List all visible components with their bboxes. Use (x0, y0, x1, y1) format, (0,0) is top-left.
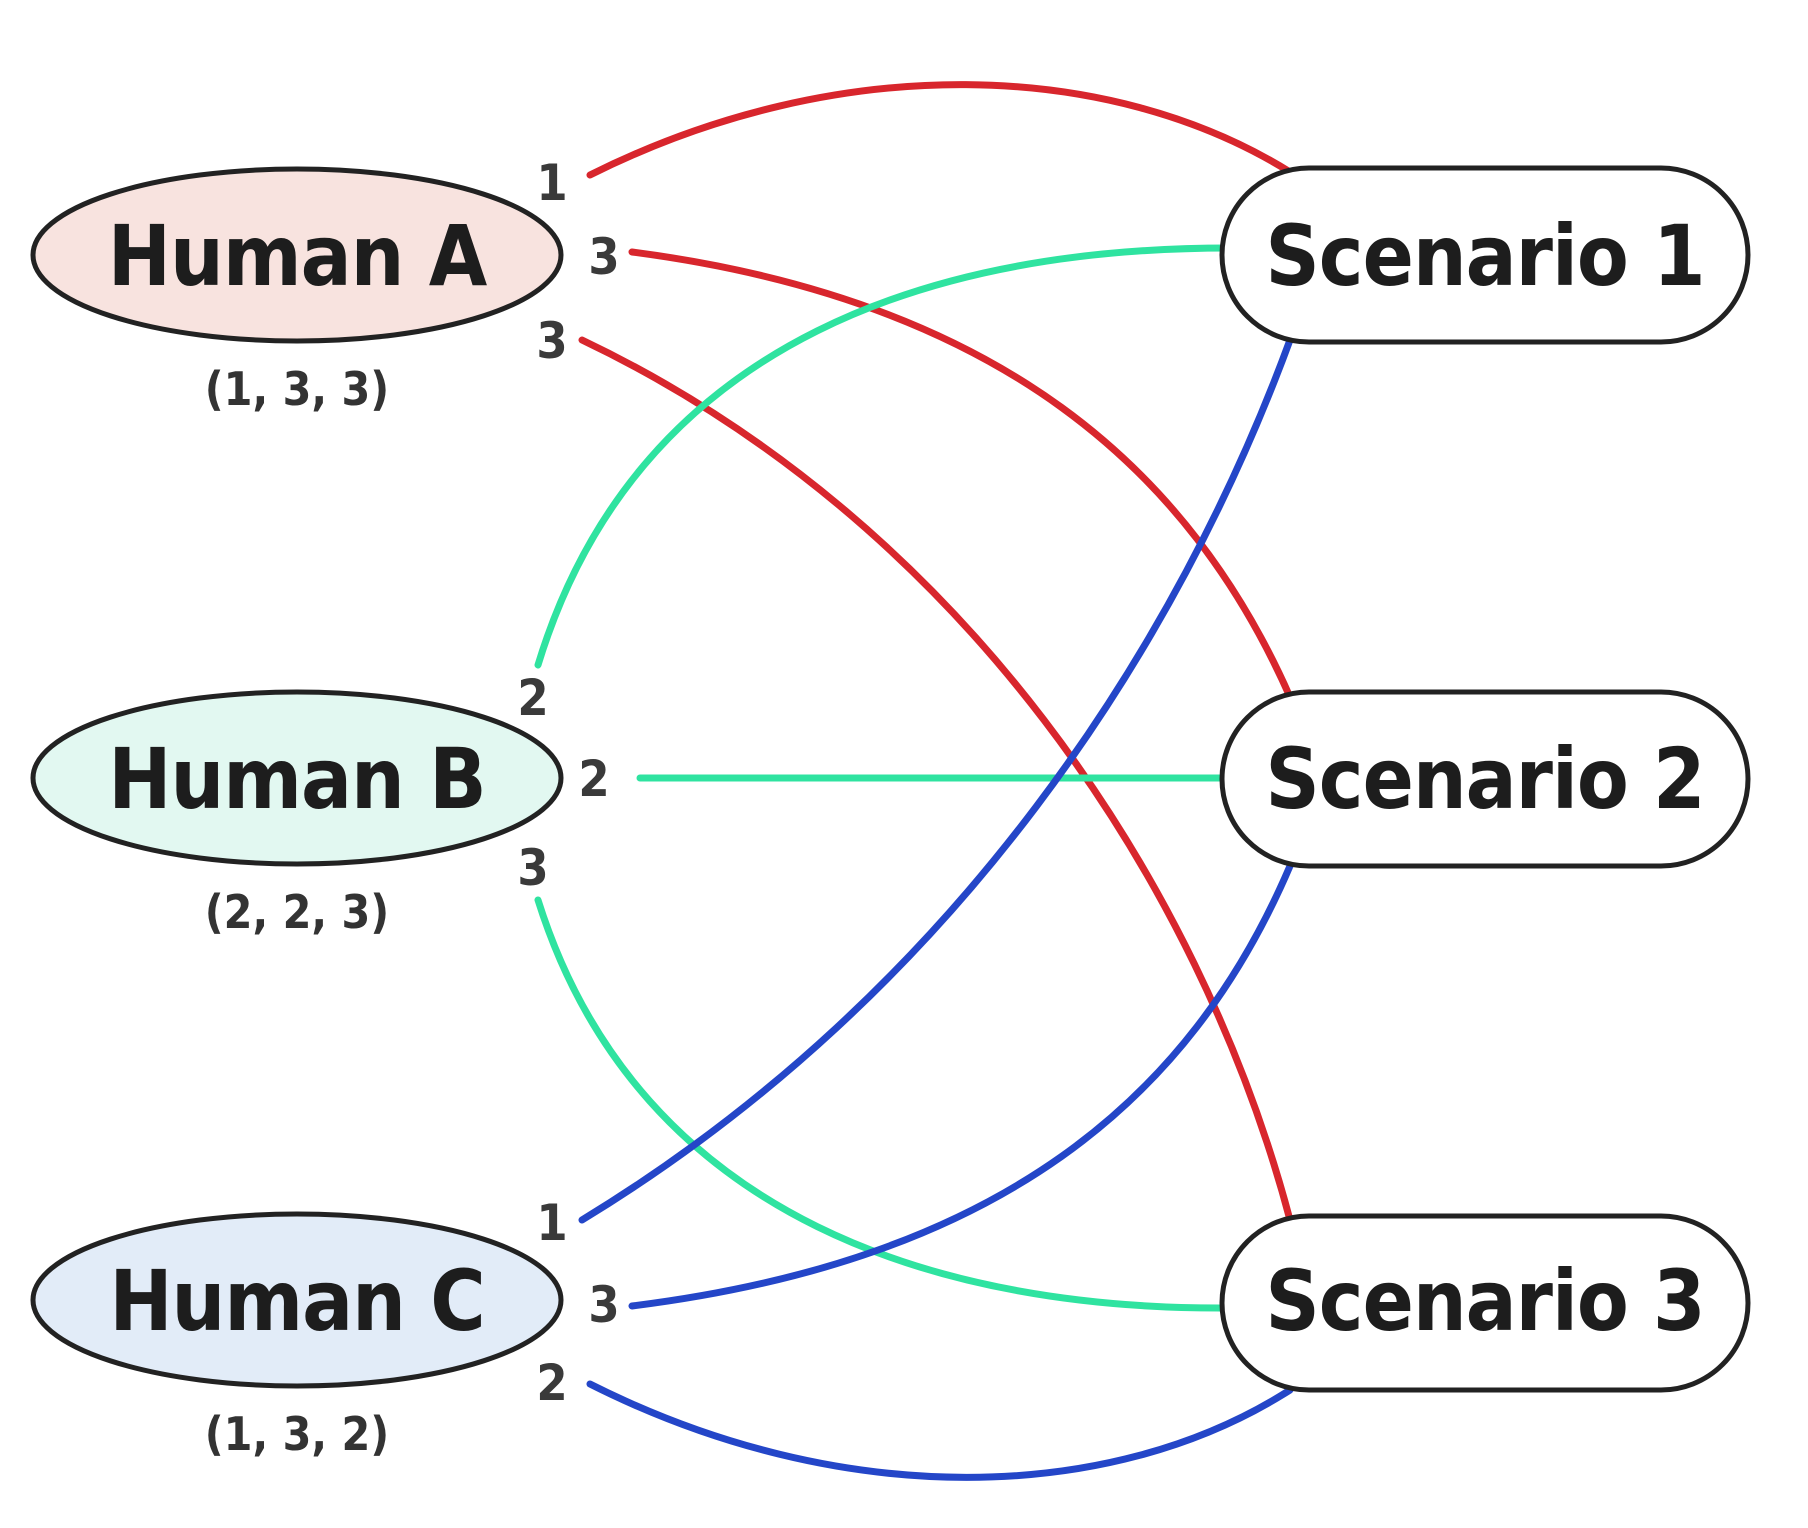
human-a-ellipse (30, 166, 564, 344)
human-c-rank-2: 3 (588, 1276, 619, 1334)
human-a-rank-1: 1 (536, 154, 567, 212)
scenario-1-box (1219, 165, 1751, 345)
human-a-tuple: (1, 3, 3) (205, 362, 389, 416)
human-a-rank-3: 3 (536, 312, 567, 370)
human-b-ellipse (30, 689, 564, 867)
human-b-label: Human B (108, 730, 485, 828)
human-a-rank-2: 3 (588, 228, 619, 286)
scenario-node-3: Scenario 3 (1219, 1213, 1751, 1393)
human-node-a: Human A (1, 3, 3) 1 3 3 (30, 154, 620, 416)
scenario-2-box (1219, 689, 1751, 869)
human-b-rank-2: 2 (578, 750, 609, 808)
scenario-3-label: Scenario 3 (1265, 1252, 1704, 1350)
human-b-rank-3: 3 (517, 839, 548, 897)
human-c-label: Human C (109, 1252, 484, 1350)
human-node-c: Human C (1, 3, 2) 1 3 2 (30, 1194, 620, 1461)
scenario-1-label: Scenario 1 (1265, 207, 1704, 305)
edge-human-c-scenario-3 (586, 1380, 1294, 1481)
human-b-tuple: (2, 2, 3) (205, 885, 389, 939)
human-c-tuple: (1, 3, 2) (205, 1407, 389, 1461)
human-c-rank-1: 1 (536, 1194, 567, 1252)
edge-human-a-scenario-2 (628, 248, 1294, 701)
edge-human-b-scenario-3 (534, 896, 1234, 1312)
edge-human-b-scenario-1 (534, 244, 1234, 669)
scenario-2-label: Scenario 2 (1265, 730, 1704, 828)
human-node-b: Human B (2, 2, 3) 2 2 3 (30, 669, 610, 939)
scenario-3-box (1219, 1213, 1751, 1393)
edge-human-a-scenario-3 (578, 336, 1294, 1224)
human-a-label: Human A (108, 207, 488, 305)
human-b-rank-1: 2 (517, 669, 548, 727)
edge-human-a-scenario-1 (586, 81, 1294, 179)
edge-human-c-scenario-1 (578, 336, 1294, 1224)
edge-human-c-scenario-2 (628, 862, 1294, 1310)
human-c-ellipse (30, 1211, 564, 1389)
scenario-node-1: Scenario 1 (1219, 165, 1751, 345)
scenario-node-2: Scenario 2 (1219, 689, 1751, 869)
human-c-rank-3: 2 (536, 1354, 567, 1412)
